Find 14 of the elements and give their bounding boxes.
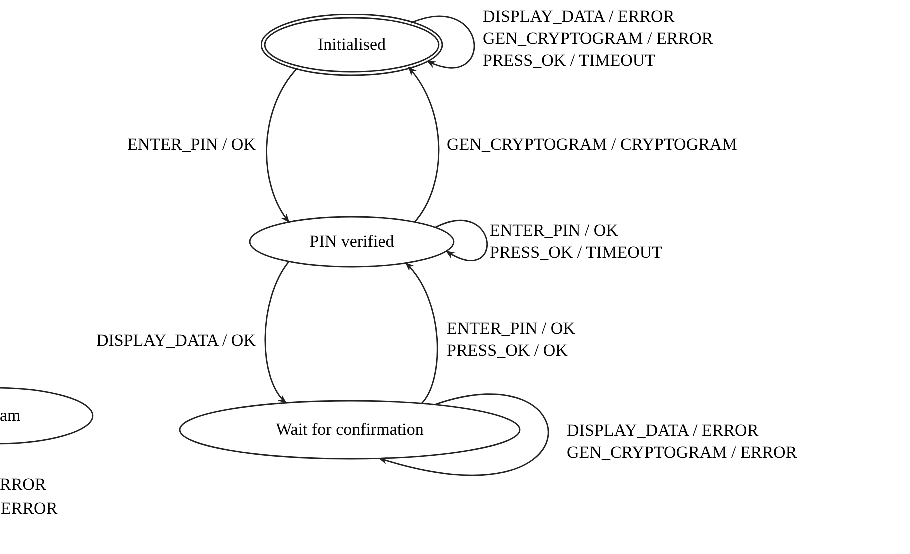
state-name: am [0, 406, 21, 426]
transition-arrow [408, 66, 440, 223]
transition-label: RROR [0, 474, 46, 496]
transition-arrow [266, 68, 298, 224]
state-name: PIN verified [310, 232, 394, 252]
transition-arrow [264, 261, 290, 404]
state-ellipse [261, 14, 443, 76]
transition-label: ERROR [1, 498, 58, 520]
transition-arrow [435, 220, 488, 262]
transition-arrow [405, 262, 438, 404]
state-name: Wait for confirmation [276, 420, 424, 440]
state-name: Initialised [318, 35, 386, 54]
transition-arrow [378, 394, 549, 476]
transition-arrow [411, 16, 475, 69]
